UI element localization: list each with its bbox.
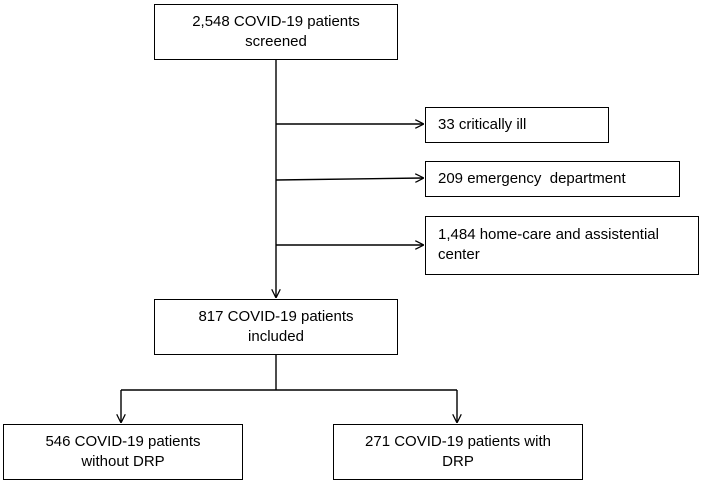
screened-line1: 2,548 COVID-19 patients — [192, 13, 360, 30]
with-drp-box: 271 COVID-19 patients with DRP — [333, 424, 583, 480]
branch-arrow-emergency — [275, 178, 423, 180]
emergency-department-box: 209 emergency department — [425, 161, 680, 197]
emergency-department-label: 209 emergency department — [438, 170, 626, 187]
without-drp-line1: 546 COVID-19 patients — [45, 433, 201, 450]
homecare-line1: 1,484 home-care and assistential — [438, 226, 659, 243]
screened-box: 2,548 COVID-19 patients screened — [154, 4, 398, 60]
with-drp-line1: 271 COVID-19 patients with — [365, 433, 551, 450]
critically-ill-label: 33 critically ill — [438, 116, 527, 133]
screened-line2: screened — [245, 33, 307, 50]
included-box: 817 COVID-19 patients included — [154, 299, 398, 355]
critically-ill-box: 33 critically ill — [425, 107, 609, 143]
without-drp-line2: without DRP — [81, 453, 165, 470]
without-drp-box: 546 COVID-19 patients without DRP — [3, 424, 243, 480]
included-line1: 817 COVID-19 patients — [198, 308, 354, 325]
homecare-line2: center — [438, 246, 480, 263]
with-drp-line2: DRP — [442, 453, 474, 470]
homecare-box: 1,484 home-care and assistential center — [425, 216, 699, 275]
included-line2: included — [248, 328, 304, 345]
